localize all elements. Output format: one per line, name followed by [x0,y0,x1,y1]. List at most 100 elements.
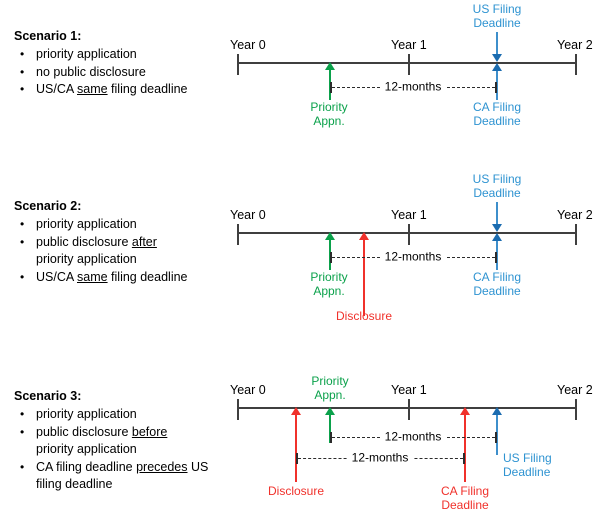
priority-label-line2: Appn. [313,113,345,128]
list-item-continuation: priority application [14,251,229,268]
us-deadline-label: US Filing Deadline [503,451,552,479]
list-item-continuation: filing deadline [14,476,229,493]
us-deadline-arrow-icon [492,54,502,62]
us-deadline-label-line1: US Filing [472,2,522,16]
list-item: US/CA same filing deadline [14,81,229,98]
list-item: priority application [14,46,229,63]
list-item: public disclosure before [14,424,229,441]
us-deadline-arrow-icon [492,407,502,415]
bullet-underline: after [131,234,157,249]
span-label: 12-months [380,80,446,94]
us-deadline-label-line2: Deadline [473,15,521,30]
ca-deadline-stem [464,415,466,482]
disclosure-arrow-icon [359,232,369,240]
bullet-underline: same [77,82,108,96]
ca-deadline-label-line2: Deadline [473,113,521,128]
tick-year-2 [575,399,577,420]
us-deadline-stem [496,202,498,226]
scenario-2-textblock: Scenario 2: priority application public … [14,198,229,286]
tick-year-0 [237,224,239,245]
scenario-3-title: Scenario 3: [14,389,82,403]
axis-label-year-2: Year 2 [557,208,593,222]
priority-label: Priority Appn. [310,270,348,298]
ca-deadline-label-line1: CA Filing [440,484,490,498]
bullet-text: CA filing deadline [36,459,137,474]
axis-label-year-0: Year 0 [230,38,266,52]
bullet-underline: before [131,424,168,439]
tick-year-1 [408,224,410,245]
list-item: priority application [14,216,229,233]
ca-deadline-label: CA Filing Deadline [472,270,522,298]
list-item: priority application [14,406,229,423]
span-endcap-left [330,82,332,93]
scenario-1-title: Scenario 1: [14,29,82,43]
ca-deadline-label-line1: CA Filing [472,270,522,284]
us-deadline-label-line1: US Filing [472,172,522,186]
priority-label-line1: Priority [311,374,349,388]
scenario-3-textblock: Scenario 3: priority application public … [14,388,229,494]
span-12-months: 12-months [330,80,497,94]
axis-label-year-2: Year 2 [557,383,593,397]
tick-year-0 [237,54,239,75]
ca-deadline-stem [496,70,498,100]
scenario-2-title: Scenario 2: [14,199,82,213]
disclosure-label: Disclosure [267,484,325,498]
span-endcap-right [495,252,497,263]
span-endcap-left [330,252,332,263]
ca-deadline-label: CA Filing Deadline [472,100,522,128]
span-label: 12-months [380,250,446,264]
bullet-text: priority application [36,47,137,61]
list-item: CA filing deadline precedes US [14,459,229,476]
scenario-1-bullet-list: priority application no public disclosur… [14,46,229,98]
ca-deadline-arrow-icon [492,233,502,241]
ca-deadline-label: CA Filing Deadline [440,484,490,512]
disclosure-marker-stem [295,415,297,482]
ca-deadline-label-line2: Deadline [441,497,489,512]
bullet-text: priority application [36,252,137,266]
ca-deadline-label-line1: CA Filing [472,100,522,114]
span-label: 12-months [380,430,446,444]
priority-label-line1: Priority [310,270,348,284]
priority-label: Priority Appn. [310,100,347,128]
us-deadline-arrow-icon [492,224,502,232]
span-12-months-top: 12-months [330,430,497,444]
priority-label-line2: Appn. [313,283,345,298]
scenario-1-textblock: Scenario 1: priority application no publ… [14,28,229,99]
timeline-axis [237,407,576,409]
priority-label: Priority Appn. [311,374,349,402]
span-endcap-left [330,432,332,443]
list-item: public disclosure after [14,234,229,251]
tick-year-2 [575,224,577,245]
disclosure-label: Disclosure [335,309,393,323]
bullet-underline: same [77,269,108,284]
bullet-text-tail: US [187,459,209,474]
axis-label-year-2: Year 2 [557,38,593,52]
list-item: US/CA same filing deadline [14,269,229,286]
span-12-months-bottom: 12-months [296,451,465,465]
span-endcap-right [463,453,465,464]
span-12-months: 12-months [330,250,497,264]
priority-arrow-icon [325,232,335,240]
timeline-axis [237,232,576,234]
us-deadline-label-line2: Deadline [503,464,551,479]
us-deadline-label: US Filing Deadline [472,172,522,200]
priority-arrow-icon [325,62,335,70]
axis-label-year-1: Year 1 [391,383,427,397]
disclosure-marker-stem [363,240,365,316]
list-item: no public disclosure [14,64,229,81]
ca-deadline-label-line2: Deadline [473,283,521,298]
scenario-3-bullet-list: priority application public disclosure b… [14,406,229,493]
bullet-text: priority application [36,407,137,421]
list-item-continuation: priority application [14,441,229,458]
bullet-text: filing deadline [36,477,113,491]
bullet-text: public disclosure [36,424,132,439]
axis-label-year-0: Year 0 [230,383,266,397]
ca-deadline-arrow-icon [492,63,502,71]
ca-deadline-arrow-icon [460,407,470,415]
ca-deadline-stem [496,240,498,270]
us-deadline-stem [496,415,498,455]
axis-label-year-0: Year 0 [230,208,266,222]
span-label: 12-months [347,451,413,465]
scenario-2-bullet-list: priority application public disclosure a… [14,216,229,285]
timeline-axis [237,62,576,64]
